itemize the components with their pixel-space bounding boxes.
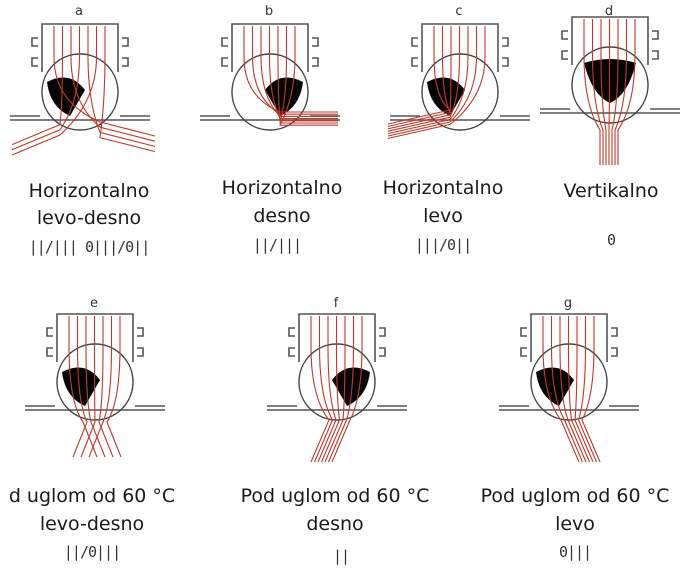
- panel-g-caption-1: Pod uglom od 60 °C: [481, 485, 670, 507]
- panel-f-caption-1: Pod uglom od 60 °C: [241, 485, 430, 507]
- cable-strand: [88, 26, 155, 146]
- panel-a-codes: ||/||| 0|||/0||: [29, 238, 149, 256]
- cable-strand: [388, 26, 450, 126]
- panel-d-figure: [540, 17, 680, 165]
- panel-e-caption-2: levo-desno: [40, 513, 144, 535]
- panel-d-caption-1: Vertikalno: [563, 180, 658, 202]
- panel-f-letter: f: [334, 296, 339, 311]
- panel-e-caption-1: d uglom od 60 °C: [9, 485, 175, 507]
- panel-c-letter: c: [455, 4, 462, 19]
- base-plate: [10, 116, 150, 120]
- cable-strand: [388, 26, 451, 129]
- panel-f-figure: [267, 314, 407, 462]
- panel-b-figure: [200, 24, 340, 130]
- panel-c-caption-2: levo: [423, 205, 463, 227]
- panel-f-caption-2: desno: [306, 513, 363, 535]
- panel-e-codes: ||/0|||: [64, 543, 120, 561]
- panel-g-figure: [499, 314, 639, 462]
- cable-strand: [609, 19, 610, 165]
- base-plate: [499, 406, 639, 410]
- panel-a-letter: a: [75, 4, 83, 19]
- panel-b-letter: b: [265, 4, 273, 19]
- panel-e-figure: [25, 314, 165, 457]
- cable-strand: [582, 316, 600, 462]
- panel-b-caption-1: Horizontalno: [222, 177, 343, 199]
- panel-e-letter: e: [90, 296, 98, 311]
- panel-g-letter: g: [564, 296, 572, 311]
- base-plate: [540, 109, 680, 113]
- panel-c-caption-1: Horizontalno: [383, 177, 504, 199]
- cable-strand: [71, 26, 155, 141]
- base-plate: [267, 406, 407, 410]
- panel-a-caption-2: levo-desno: [37, 207, 141, 229]
- panel-c-figure: [388, 24, 530, 138]
- cable-strand: [99, 316, 113, 457]
- panel-d-letter: d: [605, 4, 613, 19]
- base-plate: [390, 116, 530, 120]
- cable-strand: [569, 316, 590, 462]
- clamp-wedge: [427, 78, 465, 117]
- panel-a-caption-1: Horizontalno: [29, 180, 150, 202]
- panel-c-codes: |||/0||: [415, 236, 471, 254]
- panel-g-codes: 0|||: [559, 543, 591, 561]
- cable-strand: [107, 316, 121, 457]
- panel-b-caption-2: desno: [253, 205, 310, 227]
- panel-g-caption-2: levo: [555, 513, 595, 535]
- panel-f-codes: ||: [333, 547, 349, 565]
- panel-b-codes: ||/|||: [253, 236, 301, 254]
- panel-d-codes: 0: [607, 231, 616, 249]
- panel-a-figure: [10, 24, 155, 155]
